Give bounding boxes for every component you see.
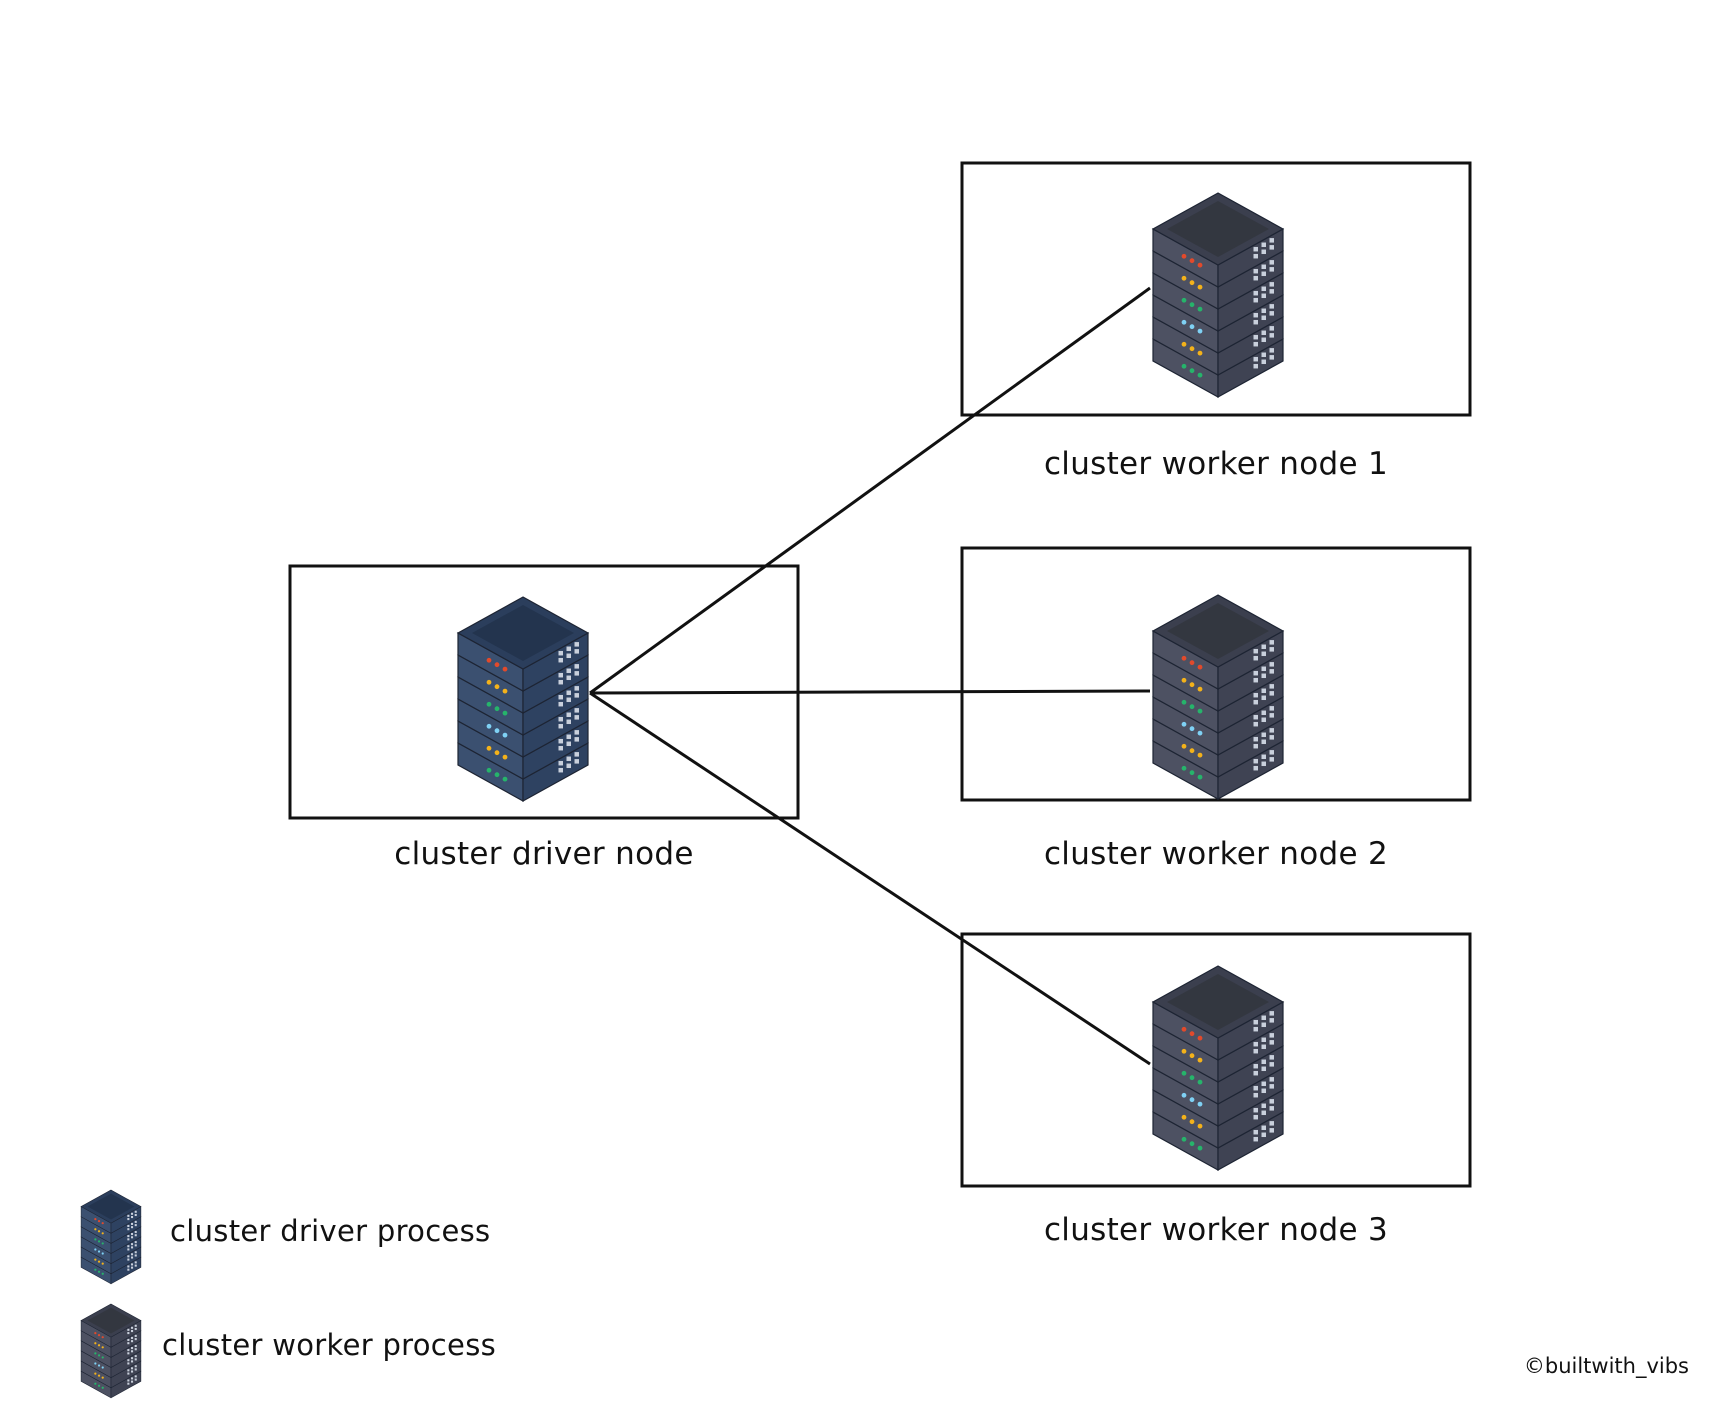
legend-driver-server-icon	[80, 1189, 142, 1285]
legend-worker-server-icon	[80, 1303, 142, 1399]
edge-driver-worker2	[589, 689, 1151, 695]
edge-driver-worker3	[589, 691, 1151, 1066]
worker-1-server-icon	[1151, 192, 1285, 399]
worker-node-2-box	[960, 546, 1472, 802]
worker-node-1-box	[960, 161, 1472, 417]
worker-2-server-icon	[1151, 594, 1285, 801]
legend-driver-label: cluster driver process	[170, 1214, 491, 1248]
copyright-text: ©builtwith_vibs	[1523, 1354, 1689, 1378]
edge-driver-worker1	[589, 286, 1151, 695]
worker-node-3-label: cluster worker node 3	[1043, 1212, 1389, 1248]
driver-node-label: cluster driver node	[394, 836, 694, 872]
driver-node-box	[288, 564, 800, 820]
worker-node-3-box	[960, 932, 1472, 1188]
legend-worker-label: cluster worker process	[162, 1328, 497, 1362]
worker-node-2-label: cluster worker node 2	[1043, 836, 1389, 872]
worker-node-1-label: cluster worker node 1	[1043, 446, 1389, 482]
worker-3-server-icon	[1151, 965, 1285, 1172]
driver-server-icon	[456, 596, 590, 803]
